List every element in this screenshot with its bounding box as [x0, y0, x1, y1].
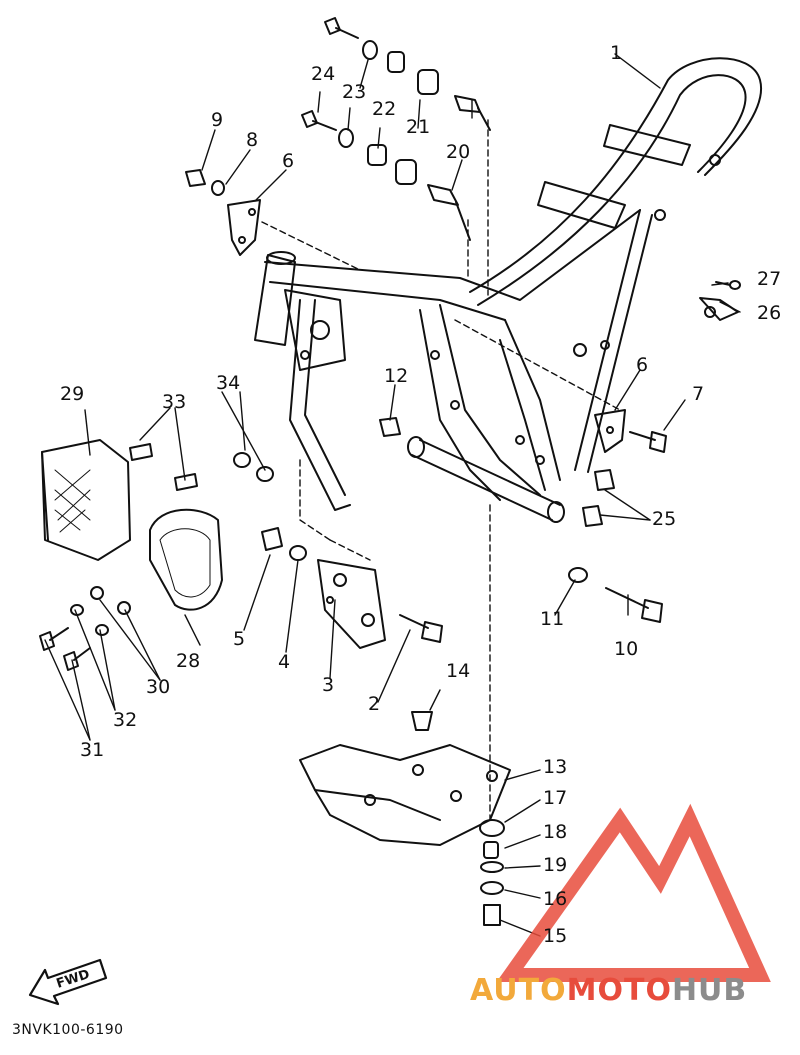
callout-13: 13: [543, 756, 568, 778]
callout-34: 34: [216, 372, 241, 394]
callout-11: 11: [540, 608, 565, 630]
watermark-part-hub: HUB: [671, 973, 748, 1008]
watermark-text: AUTOMOTOHUB: [470, 973, 747, 1008]
callout-6-lower: 6: [636, 354, 649, 376]
callout-30: 30: [146, 676, 171, 698]
callout-3: 3: [322, 674, 335, 696]
callout-33: 33: [162, 391, 187, 413]
callout-27: 27: [757, 268, 782, 290]
callout-1: 1: [610, 42, 623, 64]
fwd-label: FWD: [55, 967, 92, 992]
callout-32: 32: [113, 709, 138, 731]
callout-6-upper: 6: [282, 150, 295, 172]
callout-8: 8: [246, 129, 259, 151]
callout-10: 10: [614, 638, 639, 660]
callout-24: 24: [311, 63, 336, 85]
callout-14: 14: [446, 660, 471, 682]
callout-21: 21: [406, 116, 431, 138]
top-bolts-and-bushings: [185, 17, 491, 256]
headlight-assembly: [39, 439, 223, 671]
watermark-logo: [496, 803, 771, 982]
callout-25: 25: [652, 508, 677, 530]
diagram-code: 3NVK100-6190: [12, 1022, 124, 1038]
callout-9: 9: [211, 109, 224, 131]
callout-15: 15: [543, 925, 568, 947]
callout-20: 20: [446, 141, 471, 163]
callout-7: 7: [692, 383, 705, 405]
callout-29: 29: [60, 383, 85, 405]
callout-16: 16: [543, 888, 568, 910]
callout-23: 23: [342, 81, 367, 103]
callout-26: 26: [757, 302, 782, 324]
callout-12: 12: [384, 365, 409, 387]
callout-2: 2: [368, 693, 381, 715]
main-frame: [254, 57, 763, 523]
callout-28: 28: [176, 650, 201, 672]
callout-17: 17: [543, 787, 568, 809]
watermark-part-auto: AUTO: [470, 973, 567, 1008]
fwd-arrow-icon: [28, 958, 108, 1006]
skid-plate-assembly: [299, 711, 511, 926]
callout-4: 4: [278, 651, 291, 673]
watermark-part-moto: MOTO: [566, 973, 672, 1008]
callout-19: 19: [543, 854, 568, 876]
cable-clamp: [699, 280, 741, 321]
leader-lines: [44, 53, 741, 937]
engine-mount-parts: [233, 409, 667, 649]
callout-22: 22: [372, 98, 397, 120]
callout-18: 18: [543, 821, 568, 843]
callout-5: 5: [233, 628, 246, 650]
callout-31: 31: [80, 739, 105, 761]
